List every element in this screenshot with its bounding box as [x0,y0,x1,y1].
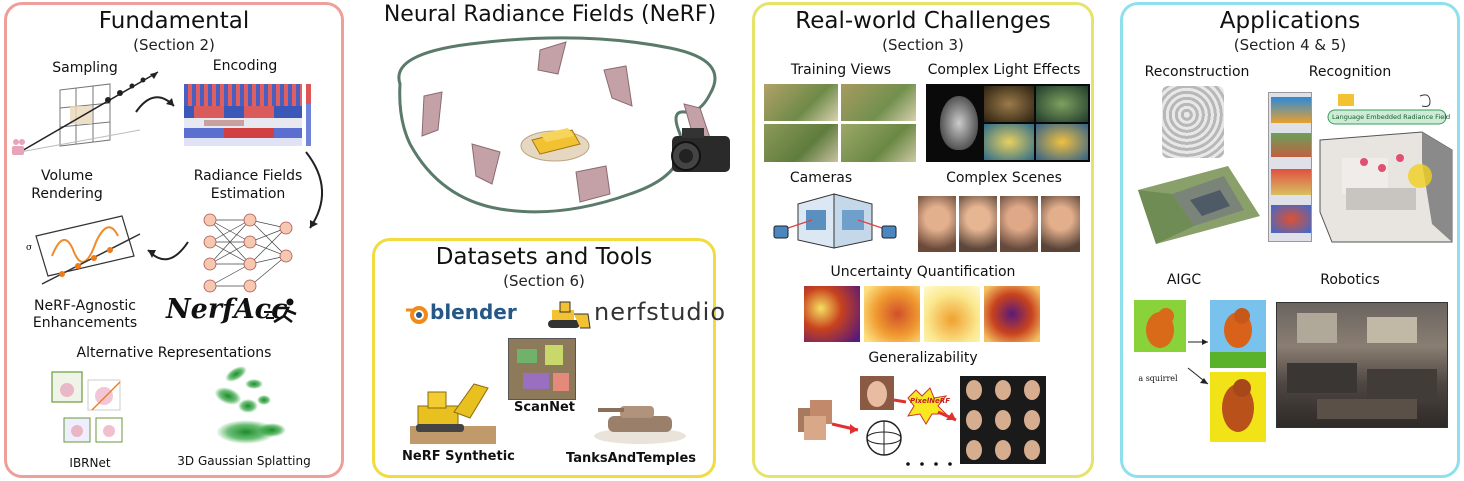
sampling-illustration [12,71,159,155]
arrow-encoding-radiance [305,151,323,229]
uncertainty-label: Uncertainty Quantification [830,264,1016,280]
cameras-label: Cameras [789,170,853,186]
light-effects-label: Complex Light Effects [927,62,1081,78]
generalizability-label: Generalizability [868,350,978,366]
runner-icon [264,298,297,324]
blender-icon [406,306,428,324]
radiance-label-2: Estimation [210,186,286,202]
training-views-label: Training Views [790,62,892,78]
light-effects-images [926,84,1090,162]
challenges-title: Real-world Challenges [795,8,1051,34]
fundamental-panel [4,2,344,478]
agnostic-label-2: Enhancements [32,315,138,331]
aigc-squirrel-images [1134,300,1266,442]
robotics-label: Robotics [1320,272,1380,288]
lego-bulldozer-image [410,383,496,444]
volume-rendering-illustration: σ [26,215,141,285]
encoding-heatmap [184,84,311,146]
cameras-illustration [773,193,897,249]
challenges-panel [752,2,1094,478]
aigc-squirrel-caption: a squirrel [1138,374,1178,383]
encoding-label: Encoding [212,58,278,74]
complex-scenes-images [918,196,1080,252]
svg-text:σ: σ [26,243,32,253]
challenges-section: (Section 3) [882,36,964,54]
neural-network-illustration [203,213,293,293]
datasets-section: (Section 6) [503,272,585,290]
gaussian-splatting-illustration [214,366,286,444]
datasets-panel [372,238,716,478]
nerf-title: Neural Radiance Fields (NeRF) [383,2,717,27]
reconstruction-aerial-image [1138,166,1260,244]
fundamental-title: Fundamental [98,8,250,34]
arrow-radiance-volume [147,241,189,261]
datasets-title: Datasets and Tools [435,244,653,270]
agnostic-label-1: NeRF-Agnostic [34,298,136,314]
nerfacc-logo: NerfAcc [166,294,288,325]
nerfstudio-bulldozer-icon [548,301,591,329]
nerf-camera-ring-illustration [397,36,730,214]
complex-scenes-label: Complex Scenes [946,170,1062,186]
scannet-label: ScanNet [514,400,576,415]
ibrnet-label: IBRNet [69,456,111,470]
scannet-image [508,338,576,400]
lerf-caption: Language Embedded Radiance Field [1332,113,1451,121]
tanks-label: TanksAndTemples [566,451,697,466]
sampling-label: Sampling [52,60,118,76]
nerfstudio-logo-text: nerfstudio [594,298,727,326]
reconstruction-label: Reconstruction [1144,64,1250,80]
training-views-images [764,84,916,162]
gaussian-label: 3D Gaussian Splatting [177,454,311,468]
volume-label-2: Rendering [31,186,103,202]
pixelnerf-badge: PixelNeRF [910,397,950,405]
volume-label-1: Volume [40,168,94,184]
generalizability-illustration [798,376,1046,466]
reconstruction-mesh-image [1162,86,1224,158]
recognition-room-image [1319,94,1453,243]
applications-panel [1120,2,1460,478]
recognition-thumbnail-column [1268,92,1312,242]
uncertainty-images [804,286,1040,342]
robotics-room-image [1276,302,1448,428]
aigc-label: AIGC [1166,272,1202,288]
blender-logo-text: blender [430,300,517,324]
recognition-label: Recognition [1308,64,1392,80]
tank-image [594,406,686,444]
arrow-sampling-encoding [135,96,175,113]
applications-section: (Section 4 & 5) [1233,36,1347,54]
radiance-label-1: Radiance Fields [193,168,303,184]
fundamental-section: (Section 2) [133,36,215,54]
applications-title: Applications [1219,8,1361,34]
ibrnet-illustration [51,371,123,443]
alt-reps-label: Alternative Representations [76,345,272,361]
nerf-synthetic-label: NeRF Synthetic [402,449,515,464]
